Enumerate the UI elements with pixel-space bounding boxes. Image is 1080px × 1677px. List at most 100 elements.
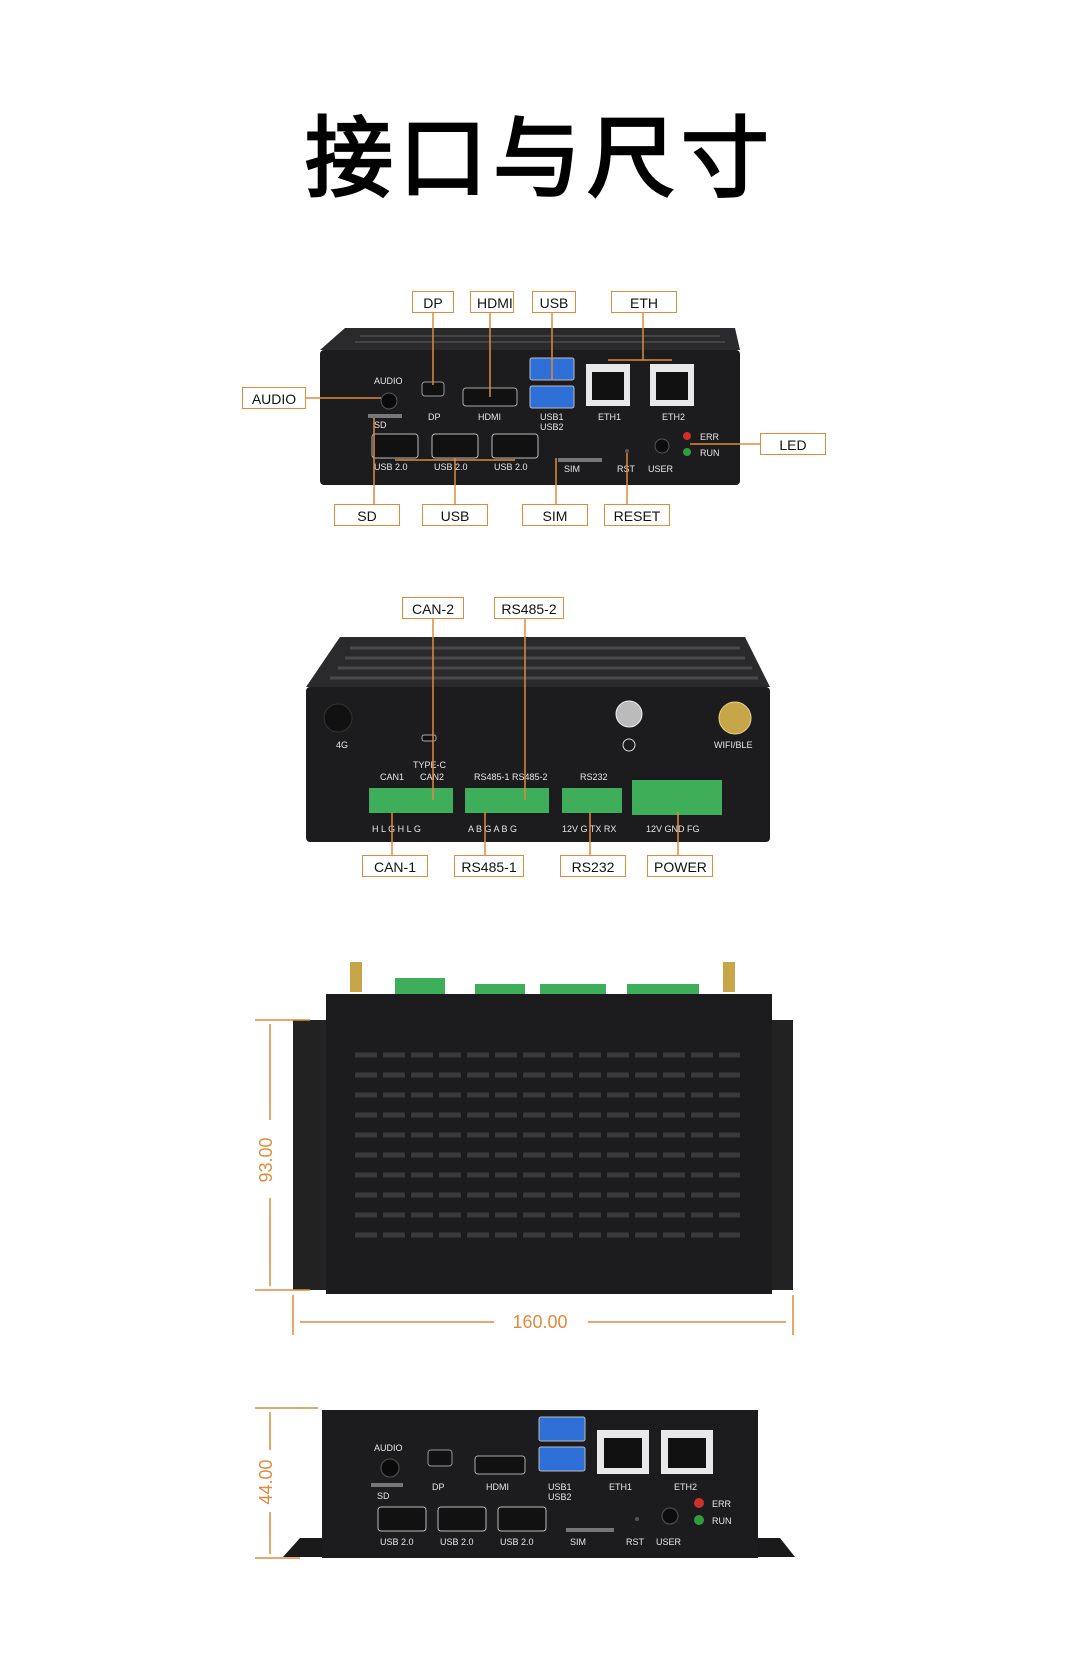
- callout-power: POWER: [647, 855, 713, 877]
- dp-port-icon: [421, 381, 445, 397]
- side-height-dimension-label: 44.00: [256, 1459, 276, 1504]
- top-antenna-left-icon: [350, 962, 362, 992]
- side-silk-rst: RST: [626, 1537, 645, 1547]
- callout-hdmi: HDMI: [470, 291, 514, 313]
- front-device-top: [320, 328, 740, 350]
- side-silk-run: RUN: [712, 1516, 732, 1526]
- side-user-button-icon: [661, 1507, 679, 1525]
- usb3-port-2-icon: [529, 385, 575, 409]
- callout-eth: ETH: [611, 291, 677, 313]
- height-dimension-label: 93.00: [256, 1137, 276, 1182]
- 4g-antenna-cap-icon: [323, 703, 353, 733]
- rear-silk-power-pins: 12V GND FG: [646, 824, 700, 834]
- callout-can1: CAN-1: [362, 855, 428, 877]
- top-terminal-c-icon: [540, 984, 606, 996]
- callout-usb-top: USB: [532, 291, 576, 313]
- callout-rs4851: RS485-1: [454, 855, 524, 877]
- rear-silk-rs232-pins: 12V G TX RX: [562, 824, 616, 834]
- rs485-terminal-block-icon: [465, 788, 549, 813]
- side-silk-dp: DP: [432, 1482, 445, 1492]
- side-audio-jack-icon: [380, 1458, 400, 1478]
- side-silk-hdmi: HDMI: [486, 1482, 509, 1492]
- front-silk-eth2: ETH2: [662, 412, 685, 422]
- rs232-terminal-block-icon: [562, 788, 622, 813]
- side-silk-usb20-c: USB 2.0: [500, 1537, 534, 1547]
- rear-silk-can1: CAN1: [380, 772, 404, 782]
- top-terminal-a-icon: [395, 978, 445, 996]
- side-silk-eth1: ETH1: [609, 1482, 632, 1492]
- page-title: 接口与尺寸: [304, 107, 775, 210]
- front-silk-err: ERR: [700, 432, 720, 442]
- usb2-port-b-icon: [431, 433, 479, 459]
- side-silk-audio: AUDIO: [374, 1443, 403, 1453]
- can-terminal-block-icon: [369, 788, 453, 813]
- user-button-icon: [654, 438, 670, 454]
- side-hdmi-port-icon: [474, 1455, 526, 1475]
- front-silk-usb2: USB2: [540, 422, 564, 432]
- side-sd-slot-icon: [371, 1483, 403, 1487]
- typec-port-icon: [421, 734, 437, 742]
- width-dimension-label: 160.00: [512, 1312, 567, 1332]
- side-silk-sim: SIM: [570, 1537, 586, 1547]
- callout-dp: DP: [412, 291, 454, 313]
- rear-silk-rs4851: RS485-1: [474, 772, 510, 782]
- reset-pinhole-icon: [625, 449, 629, 453]
- side-usb2-port-a-icon: [377, 1506, 427, 1532]
- front-silk-usb20-b: USB 2.0: [434, 462, 468, 472]
- side-silk-err: ERR: [712, 1499, 732, 1509]
- side-silk-user: USER: [656, 1537, 682, 1547]
- callout-rs4852: RS485-2: [494, 597, 564, 619]
- side-usb2-port-c-icon: [497, 1506, 547, 1532]
- rear-silk-can-pins: H L G H L G: [372, 824, 421, 834]
- top-antenna-right-icon: [723, 962, 735, 992]
- front-silk-usb20-c: USB 2.0: [494, 462, 528, 472]
- side-device-body: [322, 1410, 758, 1558]
- usb2-port-a-icon: [371, 433, 419, 459]
- side-silk-usb1: USB1: [548, 1482, 572, 1492]
- run-led-icon: [683, 448, 691, 456]
- callout-led: LED: [760, 433, 826, 455]
- side-eth2-port-icon: [661, 1430, 713, 1474]
- front-silk-hdmi: HDMI: [478, 412, 501, 422]
- power-terminal-block-icon: [632, 780, 722, 815]
- side-err-led-icon: [694, 1498, 704, 1508]
- rear-silk-wifi: WIFI/BLE: [714, 740, 753, 750]
- ground-symbol-icon: [622, 738, 636, 752]
- rear-silk-typec: TYPE-C: [413, 760, 447, 770]
- usb3-port-1-icon: [529, 357, 575, 381]
- ground-screw-icon: [615, 700, 643, 728]
- front-silk-audio: AUDIO: [374, 376, 403, 386]
- sd-slot-icon: [368, 414, 402, 418]
- top-device-body: [326, 994, 772, 1294]
- side-usb3-port-1-icon: [538, 1416, 586, 1442]
- callout-can2: CAN-2: [402, 597, 464, 619]
- usb2-port-c-icon: [491, 433, 539, 459]
- mounting-bracket: [293, 1020, 793, 1290]
- front-silk-sim: SIM: [564, 464, 580, 474]
- callout-reset: RESET: [604, 504, 670, 526]
- rear-device-top: [306, 637, 770, 687]
- side-silk-usb20-a: USB 2.0: [380, 1537, 414, 1547]
- top-terminal-d-icon: [627, 984, 699, 996]
- side-dp-port-icon: [427, 1449, 453, 1467]
- rear-silk-can2: CAN2: [420, 772, 444, 782]
- front-silk-usb20-a: USB 2.0: [374, 462, 408, 472]
- rear-silk-rs4852: RS485-2: [512, 772, 548, 782]
- side-silk-usb20-b: USB 2.0: [440, 1537, 474, 1547]
- side-eth1-port-icon: [597, 1430, 649, 1474]
- side-bracket-foot: [283, 1538, 795, 1557]
- front-silk-run: RUN: [700, 448, 720, 458]
- eth1-port-icon: [586, 364, 630, 406]
- top-terminal-b-icon: [475, 984, 525, 996]
- side-silk-sd: SD: [377, 1491, 390, 1501]
- callout-sim: SIM: [522, 504, 588, 526]
- side-sim-slot-icon: [566, 1528, 614, 1532]
- front-silk-usb1: USB1: [540, 412, 564, 422]
